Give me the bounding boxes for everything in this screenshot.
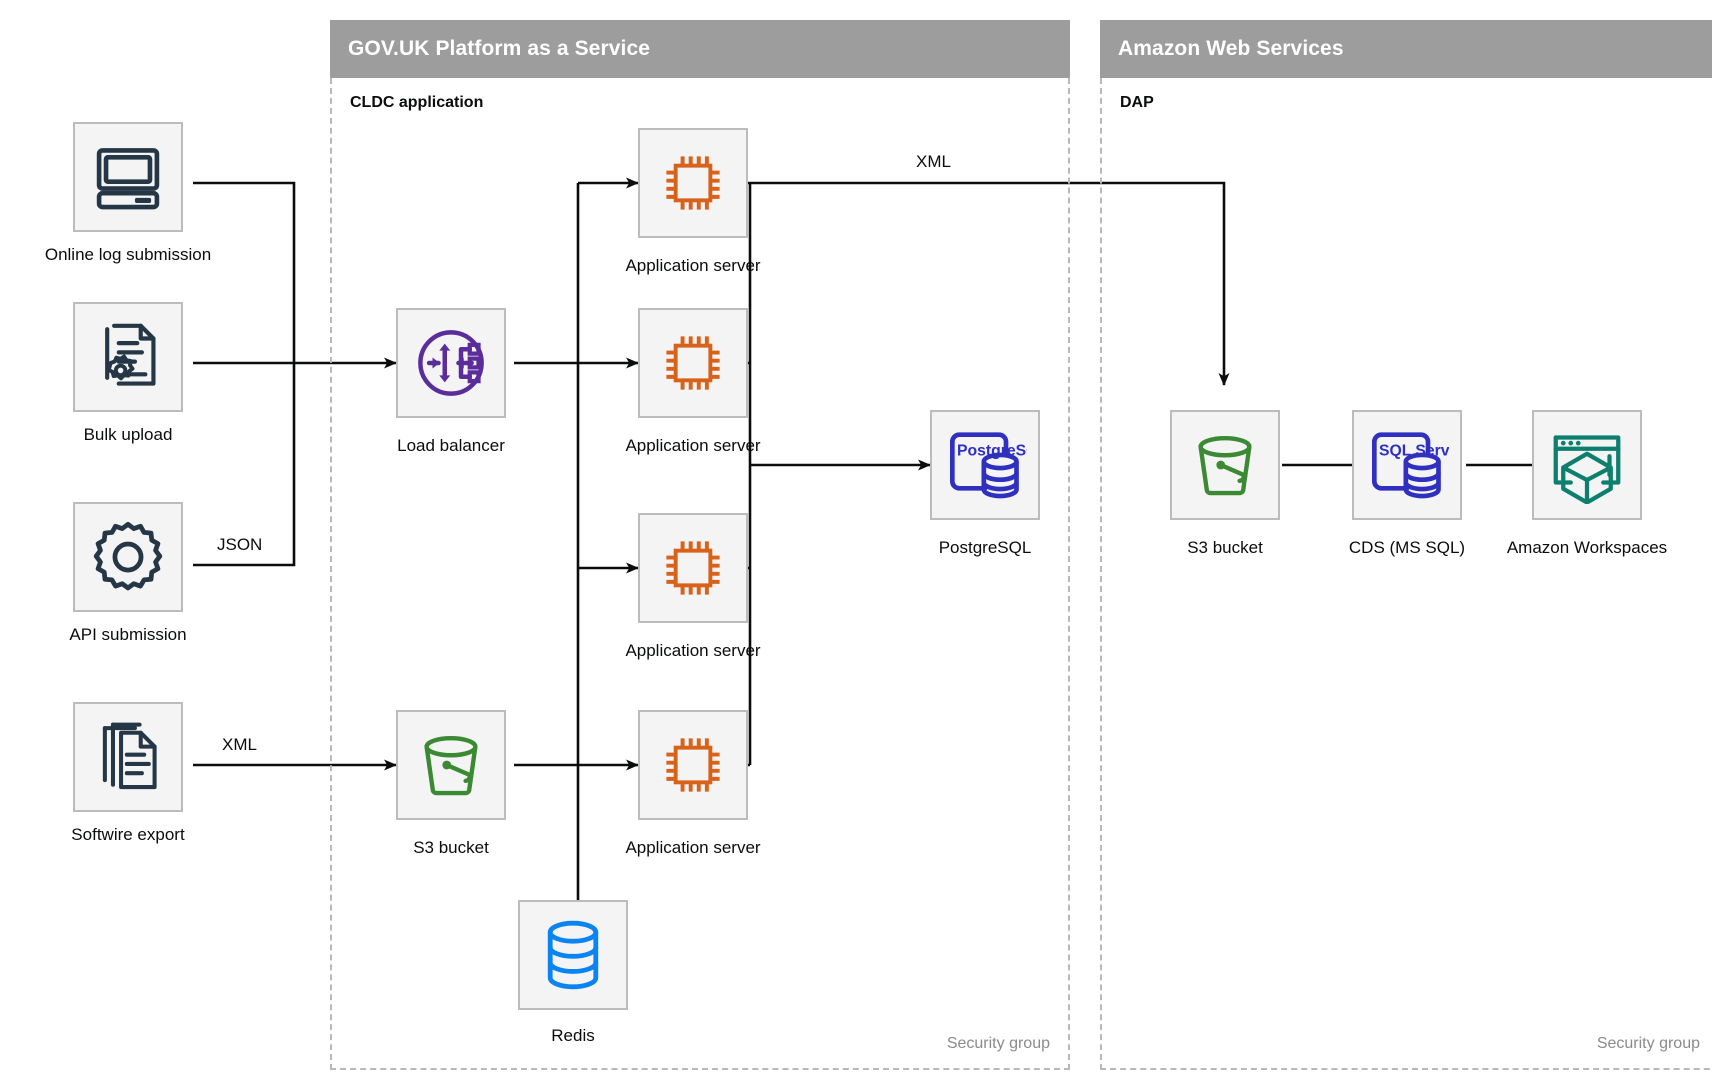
node-redis[interactable] xyxy=(518,900,628,1010)
zone-sublabel-dap: DAP xyxy=(1120,94,1154,111)
postgresql-icon: PostgreSQL xyxy=(943,425,1027,505)
edge-label-json: JSON xyxy=(213,535,267,555)
node-label-app-server-2: Application server xyxy=(625,436,761,455)
node-softwire-export[interactable] xyxy=(73,702,183,812)
documents-stack-icon xyxy=(91,720,165,794)
node-label-postgresql: PostgreSQL xyxy=(938,538,1032,557)
sql-server-icon: SQL Server xyxy=(1365,425,1449,505)
node-label-app-server-4: Application server xyxy=(625,838,761,857)
node-label-s3-bucket-aws: S3 bucket xyxy=(1187,538,1263,557)
zone-header-aws: Amazon Web Services xyxy=(1100,20,1712,78)
cpu-chip-icon xyxy=(656,728,730,802)
bucket-icon xyxy=(1186,426,1264,504)
node-label-redis: Redis xyxy=(551,1026,595,1045)
node-label-softwire-export: Softwire export xyxy=(71,825,185,844)
zone-footnote-paas-security-group: Security group xyxy=(946,1035,1050,1052)
document-gear-icon xyxy=(91,320,165,394)
database-cylinder-icon xyxy=(542,919,604,991)
node-app-server-3[interactable] xyxy=(638,513,748,623)
workspaces-cube-icon xyxy=(1547,426,1627,504)
desktop-computer-icon xyxy=(91,140,165,214)
load-balancer-icon xyxy=(411,323,491,403)
node-api-submission[interactable] xyxy=(73,502,183,612)
bucket-icon xyxy=(412,726,490,804)
node-label-bulk-upload: Bulk upload xyxy=(83,425,173,444)
edge-label-xml-export: XML xyxy=(912,152,955,172)
zone-body-aws xyxy=(1100,78,1712,1070)
edge-label-xml-softwire: XML xyxy=(218,735,261,755)
node-bulk-upload[interactable] xyxy=(73,302,183,412)
wire-online-log-to-bus xyxy=(193,181,296,363)
node-label-app-server-3: Application server xyxy=(625,641,761,660)
node-label-amazon-workspaces: Amazon Workspaces xyxy=(1506,538,1668,557)
node-s3-bucket-aws[interactable] xyxy=(1170,410,1280,520)
zone-header-aws-title: Amazon Web Services xyxy=(1118,37,1344,60)
node-cds-ms-sql[interactable]: SQL Server xyxy=(1352,410,1462,520)
node-label-s3-bucket-paas: S3 bucket xyxy=(413,838,489,857)
zone-footnote-aws-security-group: Security group xyxy=(1596,1035,1700,1052)
node-postgresql[interactable]: PostgreSQL xyxy=(930,410,1040,520)
node-app-server-1[interactable] xyxy=(638,128,748,238)
node-label-load-balancer: Load balancer xyxy=(397,436,505,455)
node-load-balancer[interactable] xyxy=(396,308,506,418)
node-label-api-submission: API submission xyxy=(69,625,187,644)
node-app-server-2[interactable] xyxy=(638,308,748,418)
cpu-chip-icon xyxy=(656,326,730,400)
cpu-chip-icon xyxy=(656,146,730,220)
zone-sublabel-cldc-application: CLDC application xyxy=(350,94,484,111)
node-amazon-workspaces[interactable] xyxy=(1532,410,1642,520)
node-label-app-server-1: Application server xyxy=(625,256,761,275)
node-online-log-submission[interactable] xyxy=(73,122,183,232)
cpu-chip-icon xyxy=(656,531,730,605)
zone-header-paas-title: GOV.UK Platform as a Service xyxy=(348,37,650,60)
node-app-server-4[interactable] xyxy=(638,710,748,820)
node-label-online-log-submission: Online log submission xyxy=(44,245,212,264)
zone-header-paas: GOV.UK Platform as a Service xyxy=(330,20,1070,78)
gear-icon xyxy=(90,519,166,595)
node-label-cds-ms-sql: CDS (MS SQL) xyxy=(1348,538,1466,557)
node-s3-bucket-paas[interactable] xyxy=(396,710,506,820)
zone-body-paas xyxy=(330,78,1070,1070)
